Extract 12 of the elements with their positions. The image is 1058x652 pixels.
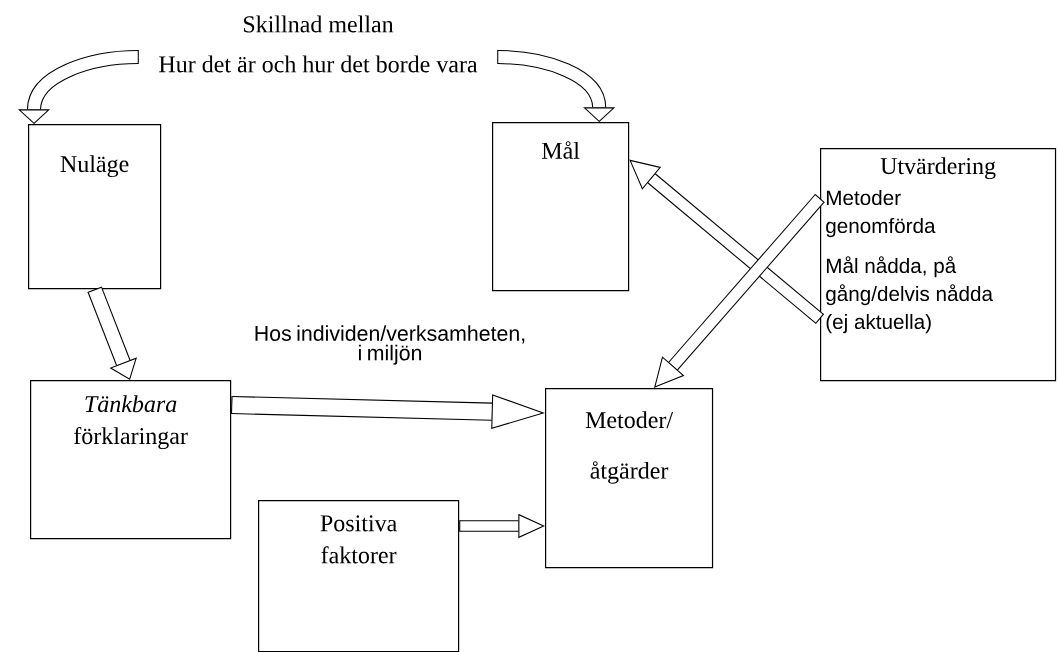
heading-text: Skillnad mellan Hur det är och hur det borde vara: [159, 15, 478, 73]
edge-label: Hos individen/verksamheten, i miljön: [245, 323, 535, 367]
process-box: Mål: [492, 122, 630, 292]
curved-arrow: [497, 49, 616, 122]
process-box: Utvärdering Metoder genomförda Mål nådda, på gång/delvis nådda (ej aktuella): [820, 148, 1057, 382]
block-arrow: [87, 286, 137, 380]
block-arrow: [654, 193, 825, 388]
process-box: Tänkbara förklaringar: [30, 380, 232, 540]
block-arrow: [629, 159, 825, 325]
process-box: Positiva faktorer: [258, 500, 460, 652]
process-box: Nuläge: [28, 124, 162, 290]
process-box: Metoder/ åtgärder: [545, 388, 714, 569]
